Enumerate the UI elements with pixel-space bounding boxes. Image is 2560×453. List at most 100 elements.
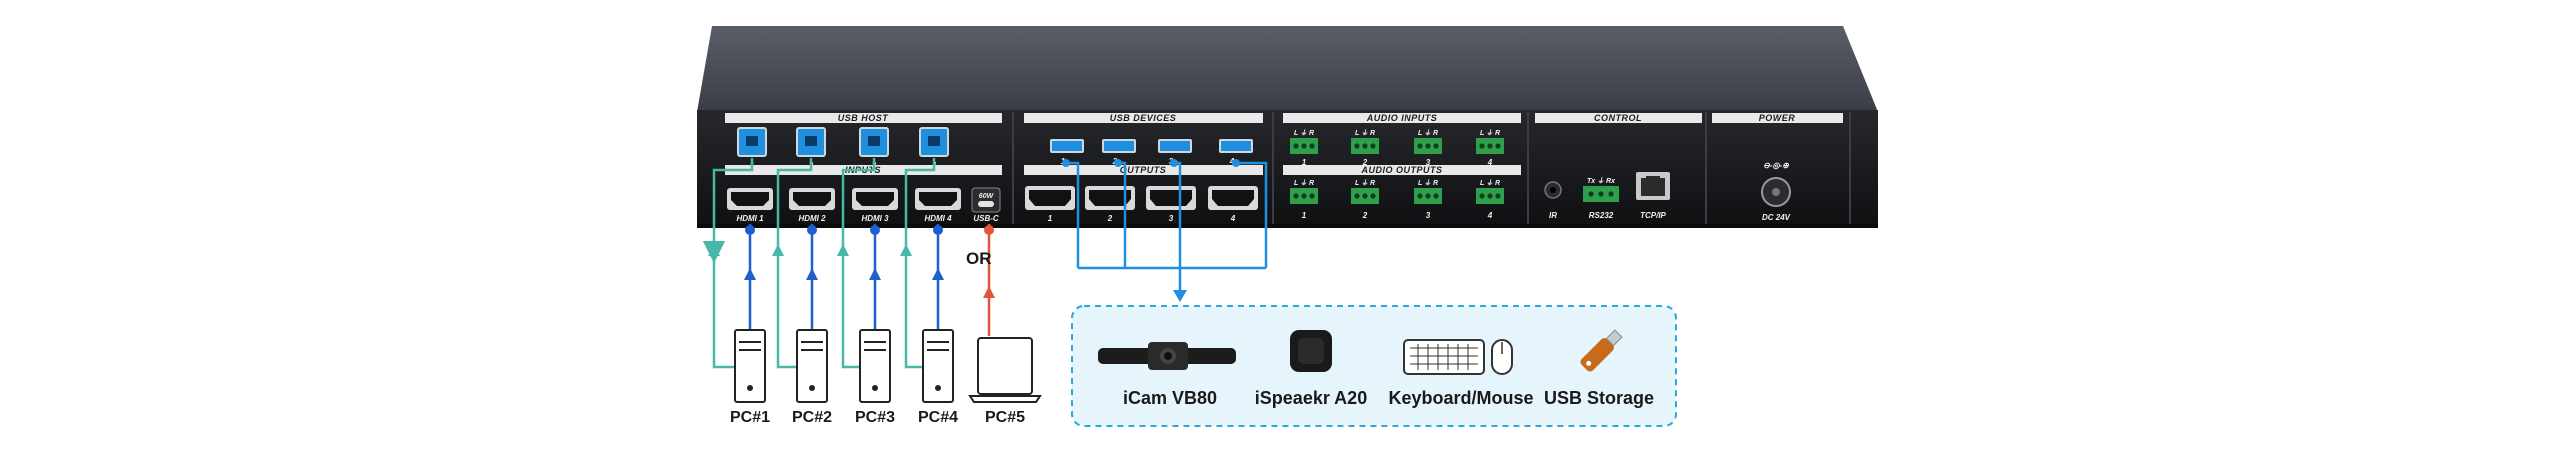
svg-text:4: 4 [1487, 158, 1493, 167]
svg-text:3: 3 [1426, 211, 1431, 220]
rs232-port[interactable]: Tx ⏚ Rx RS232 [1583, 177, 1619, 220]
svg-text:L ⏚ R: L ⏚ R [1418, 129, 1438, 137]
svg-text:L ⏚ R: L ⏚ R [1294, 129, 1314, 137]
svg-text:1: 1 [1302, 211, 1307, 220]
tcpip-port[interactable]: TCP/IP [1636, 172, 1670, 220]
hdmi-input-connections [744, 224, 944, 332]
usb-storage: USB Storage [1544, 329, 1654, 408]
svg-text:4: 4 [1229, 157, 1235, 166]
pc-4-label: PC#4 [918, 409, 958, 426]
power-port[interactable]: ⊖-◎-⊕ DC 24V [1761, 161, 1791, 222]
svg-text:1: 1 [1048, 214, 1053, 223]
usb-host-heading: USB HOST [838, 113, 890, 123]
svg-text:⊖-◎-⊕: ⊖-◎-⊕ [1763, 161, 1789, 170]
svg-text:HDMI 1: HDMI 1 [736, 214, 764, 223]
usb-host-cable-2 [776, 158, 813, 369]
usb-host-connections [702, 158, 936, 369]
hdmi-input-3[interactable]: HDMI 3 [852, 188, 898, 223]
or-label: OR [966, 249, 992, 268]
svg-text:Tx ⏚ Rx: Tx ⏚ Rx [1587, 177, 1616, 185]
svg-text:L ⏚ R: L ⏚ R [1480, 179, 1500, 187]
usb-devices-heading: USB DEVICES [1110, 113, 1177, 123]
keyboard-mouse: Keyboard/Mouse [1388, 339, 1534, 408]
svg-text:L ⏚ R: L ⏚ R [1294, 179, 1314, 187]
audio-output-terminals: L ⏚ R 1 L ⏚ R 2 L ⏚ R 3 L ⏚ R 4 [1290, 179, 1504, 220]
audio-input-3[interactable]: L ⏚ R 3 [1414, 129, 1442, 167]
audio-output-3[interactable]: L ⏚ R 3 [1414, 179, 1442, 220]
audio-input-terminals: L ⏚ R 1 L ⏚ R 2 L ⏚ R 3 L ⏚ R 4 [1290, 129, 1504, 167]
pc-4: PC#4 [918, 329, 958, 426]
svg-text:3: 3 [1169, 214, 1174, 223]
svg-text:L ⏚ R: L ⏚ R [1355, 129, 1375, 137]
usb-host-cable-3 [841, 158, 876, 369]
usb-host-port-2[interactable]: 2 [796, 127, 826, 170]
svg-text:1: 1 [1302, 158, 1307, 167]
usbc-input[interactable]: 60W USB-C [971, 187, 1001, 223]
ir-port[interactable]: IR [1544, 181, 1562, 220]
svg-text:L ⏚ R: L ⏚ R [1355, 179, 1375, 187]
svg-text:2: 2 [1107, 214, 1113, 223]
svg-text:2: 2 [1362, 211, 1368, 220]
svg-text:L ⏚ R: L ⏚ R [1418, 179, 1438, 187]
audio-output-1[interactable]: L ⏚ R 1 [1290, 179, 1318, 220]
svg-text:HDMI 2: HDMI 2 [798, 214, 826, 223]
audio-output-2[interactable]: L ⏚ R 2 [1351, 179, 1379, 220]
audio-input-1[interactable]: L ⏚ R 1 [1290, 129, 1318, 167]
hdmi-input-2[interactable]: HDMI 2 [789, 188, 835, 223]
usb-storage-label: USB Storage [1544, 388, 1654, 408]
keyboard-mouse-label: Keyboard/Mouse [1388, 388, 1533, 408]
pc-1-label: PC#1 [730, 409, 770, 426]
svg-text:4: 4 [1230, 214, 1236, 223]
hdmi-inputs: HDMI 1 HDMI 2 HDMI 3 HDMI 4 60W USB-C [727, 187, 1001, 223]
pc-3: PC#3 [855, 329, 895, 426]
svg-text:TCP/IP: TCP/IP [1640, 211, 1666, 220]
audio-outputs-heading: AUDIO OUTPUTS [1360, 165, 1442, 175]
pc-2: PC#2 [792, 329, 832, 426]
chassis-top [697, 26, 1878, 112]
svg-text:USB-C: USB-C [973, 214, 999, 223]
svg-text:60W: 60W [979, 193, 995, 200]
pc-2-label: PC#2 [792, 409, 832, 426]
mouse-icon [1491, 339, 1513, 375]
hdmi-output-3[interactable]: 3 [1146, 186, 1196, 223]
ispeaker-a20: iSpeaekr A20 [1255, 330, 1367, 408]
hdmi-input-1[interactable]: HDMI 1 [727, 188, 773, 223]
ispeaker-a20-label: iSpeaekr A20 [1255, 388, 1367, 408]
hdmi-output-1[interactable]: 1 [1025, 186, 1075, 223]
hdmi-output-2[interactable]: 2 [1085, 186, 1135, 223]
control-ports: IR Tx ⏚ Rx RS232 TCP/IP [1544, 172, 1670, 220]
icam-vb80-label: iCam VB80 [1123, 388, 1217, 408]
usb-device-connections [1062, 159, 1268, 302]
peripheral-devices-box: iCam VB80 iSpeaekr A20 Keyboard/Mouse [1071, 305, 1677, 427]
usb-device-port-4[interactable]: 4 [1219, 139, 1253, 166]
pc-1: PC#1 [730, 329, 770, 426]
section-headers: USB HOST INPUTS USB DEVICES OUTPUTS AUDI… [725, 112, 1851, 224]
audio-input-2[interactable]: L ⏚ R 2 [1351, 129, 1379, 167]
svg-text:2: 2 [1362, 158, 1368, 167]
pc-3-label: PC#3 [855, 409, 895, 426]
audio-output-4[interactable]: L ⏚ R 4 [1476, 179, 1504, 220]
usb-host-cable-4 [904, 158, 936, 369]
usb-host-cable-1 [712, 158, 754, 369]
svg-text:IR: IR [1549, 211, 1557, 220]
svg-text:DC 24V: DC 24V [1762, 213, 1791, 222]
icam-vb80: iCam VB80 [1098, 342, 1236, 408]
svg-text:HDMI 4: HDMI 4 [924, 214, 952, 223]
hdmi-outputs: 1 2 3 4 [1025, 186, 1258, 223]
svg-text:RS232: RS232 [1589, 211, 1614, 220]
outputs-heading: OUTPUTS [1120, 165, 1167, 175]
svg-text:L ⏚ R: L ⏚ R [1480, 129, 1500, 137]
svg-text:4: 4 [1487, 211, 1493, 220]
usbc-connection [983, 224, 995, 336]
control-heading: CONTROL [1594, 113, 1642, 123]
hdmi-output-4[interactable]: 4 [1208, 186, 1258, 223]
laptop-pc-5: PC#5 [968, 337, 1042, 426]
audio-input-4[interactable]: L ⏚ R 4 [1476, 129, 1504, 167]
svg-text:HDMI 3: HDMI 3 [861, 214, 889, 223]
usb-flash-drive-icon [1580, 329, 1623, 372]
hdmi-input-4[interactable]: HDMI 4 [915, 188, 961, 223]
pc-5-label: PC#5 [985, 409, 1025, 426]
power-heading: POWER [1759, 113, 1796, 123]
source-pcs: PC#1 PC#2 PC#3 PC#4 PC#5 [730, 329, 1042, 426]
